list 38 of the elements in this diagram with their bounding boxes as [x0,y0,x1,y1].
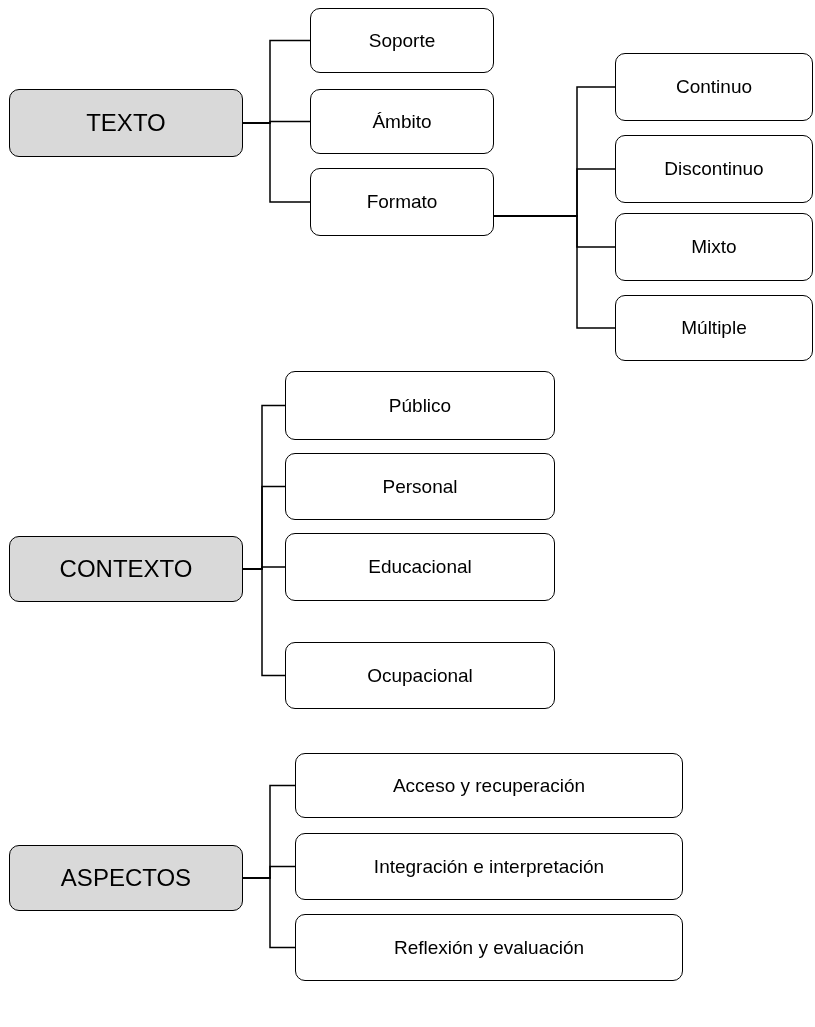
item-box [615,53,813,121]
box-label: Formato [366,191,438,213]
box-label: Mixto [691,236,737,258]
item-box [310,8,494,73]
box-label: Acceso y recuperación [392,774,586,797]
box-label: Público [388,394,452,417]
category-box [9,536,243,602]
category-box [9,89,243,157]
connector-line [242,877,296,949]
item-box [295,833,683,900]
box-label: Integración e interpretación [373,855,605,878]
connector-line [493,215,616,329]
category-box [9,845,243,911]
box-label: Discontinuo [664,158,764,180]
item-box [615,295,813,361]
box-label: CONTEXTO [59,555,193,583]
box-label: TEXTO [86,109,166,137]
box-label: Ocupacional [367,664,473,687]
box-label: Educacional [368,556,472,578]
box-label: Soporte [368,29,436,52]
box-label: Continuo [675,76,753,98]
item-box [310,168,494,236]
box-label: ASPECTOS [60,864,192,892]
item-box [295,914,683,981]
item-box [295,753,683,818]
box-label: Reflexión y evaluación [393,936,585,959]
connector-line [242,122,311,203]
item-box [615,135,813,203]
item-box [285,533,555,601]
item-box [615,213,813,281]
item-box [285,453,555,520]
item-box [285,642,555,709]
box-label: Múltiple [681,317,747,339]
connector-line [242,568,286,677]
box-label: Personal [382,475,458,498]
box-label: Ámbito [372,110,432,133]
item-box [310,89,494,154]
item-box [285,371,555,440]
